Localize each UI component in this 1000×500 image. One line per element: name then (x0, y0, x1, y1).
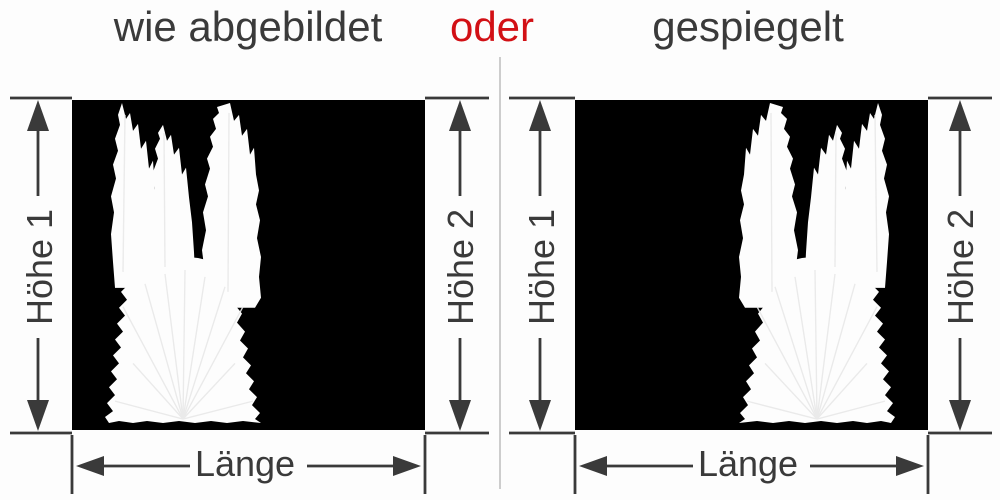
height2-label-left-diagram: Höhe 2 (440, 208, 481, 326)
grass-silhouette-mirrored (739, 103, 895, 423)
decal-panel-mirrored (575, 100, 928, 430)
decal-panel-as-shown (72, 100, 425, 430)
grass-plume-middle (149, 124, 195, 274)
height1-label-left-diagram: Höhe 1 (19, 208, 60, 326)
height1-label-right-diagram: Höhe 1 (521, 208, 562, 326)
vertical-divider (499, 57, 501, 489)
height2-label-right-diagram: Höhe 2 (940, 208, 981, 326)
length-label-left-diagram: Länge (194, 443, 296, 484)
option-label-as-shown: wie abgebildet (113, 3, 383, 50)
grass-plume-right (739, 103, 798, 308)
grass-plume-middle (805, 124, 851, 274)
length-label-right-diagram: Länge (697, 443, 799, 484)
grass-silhouette (105, 103, 261, 423)
option-connector-or: oder (449, 3, 535, 50)
grass-blade-texture (746, 112, 886, 420)
grass-blade-texture (114, 112, 254, 420)
grass-plume-right (202, 103, 261, 308)
option-label-mirrored: gespiegelt (652, 3, 844, 50)
